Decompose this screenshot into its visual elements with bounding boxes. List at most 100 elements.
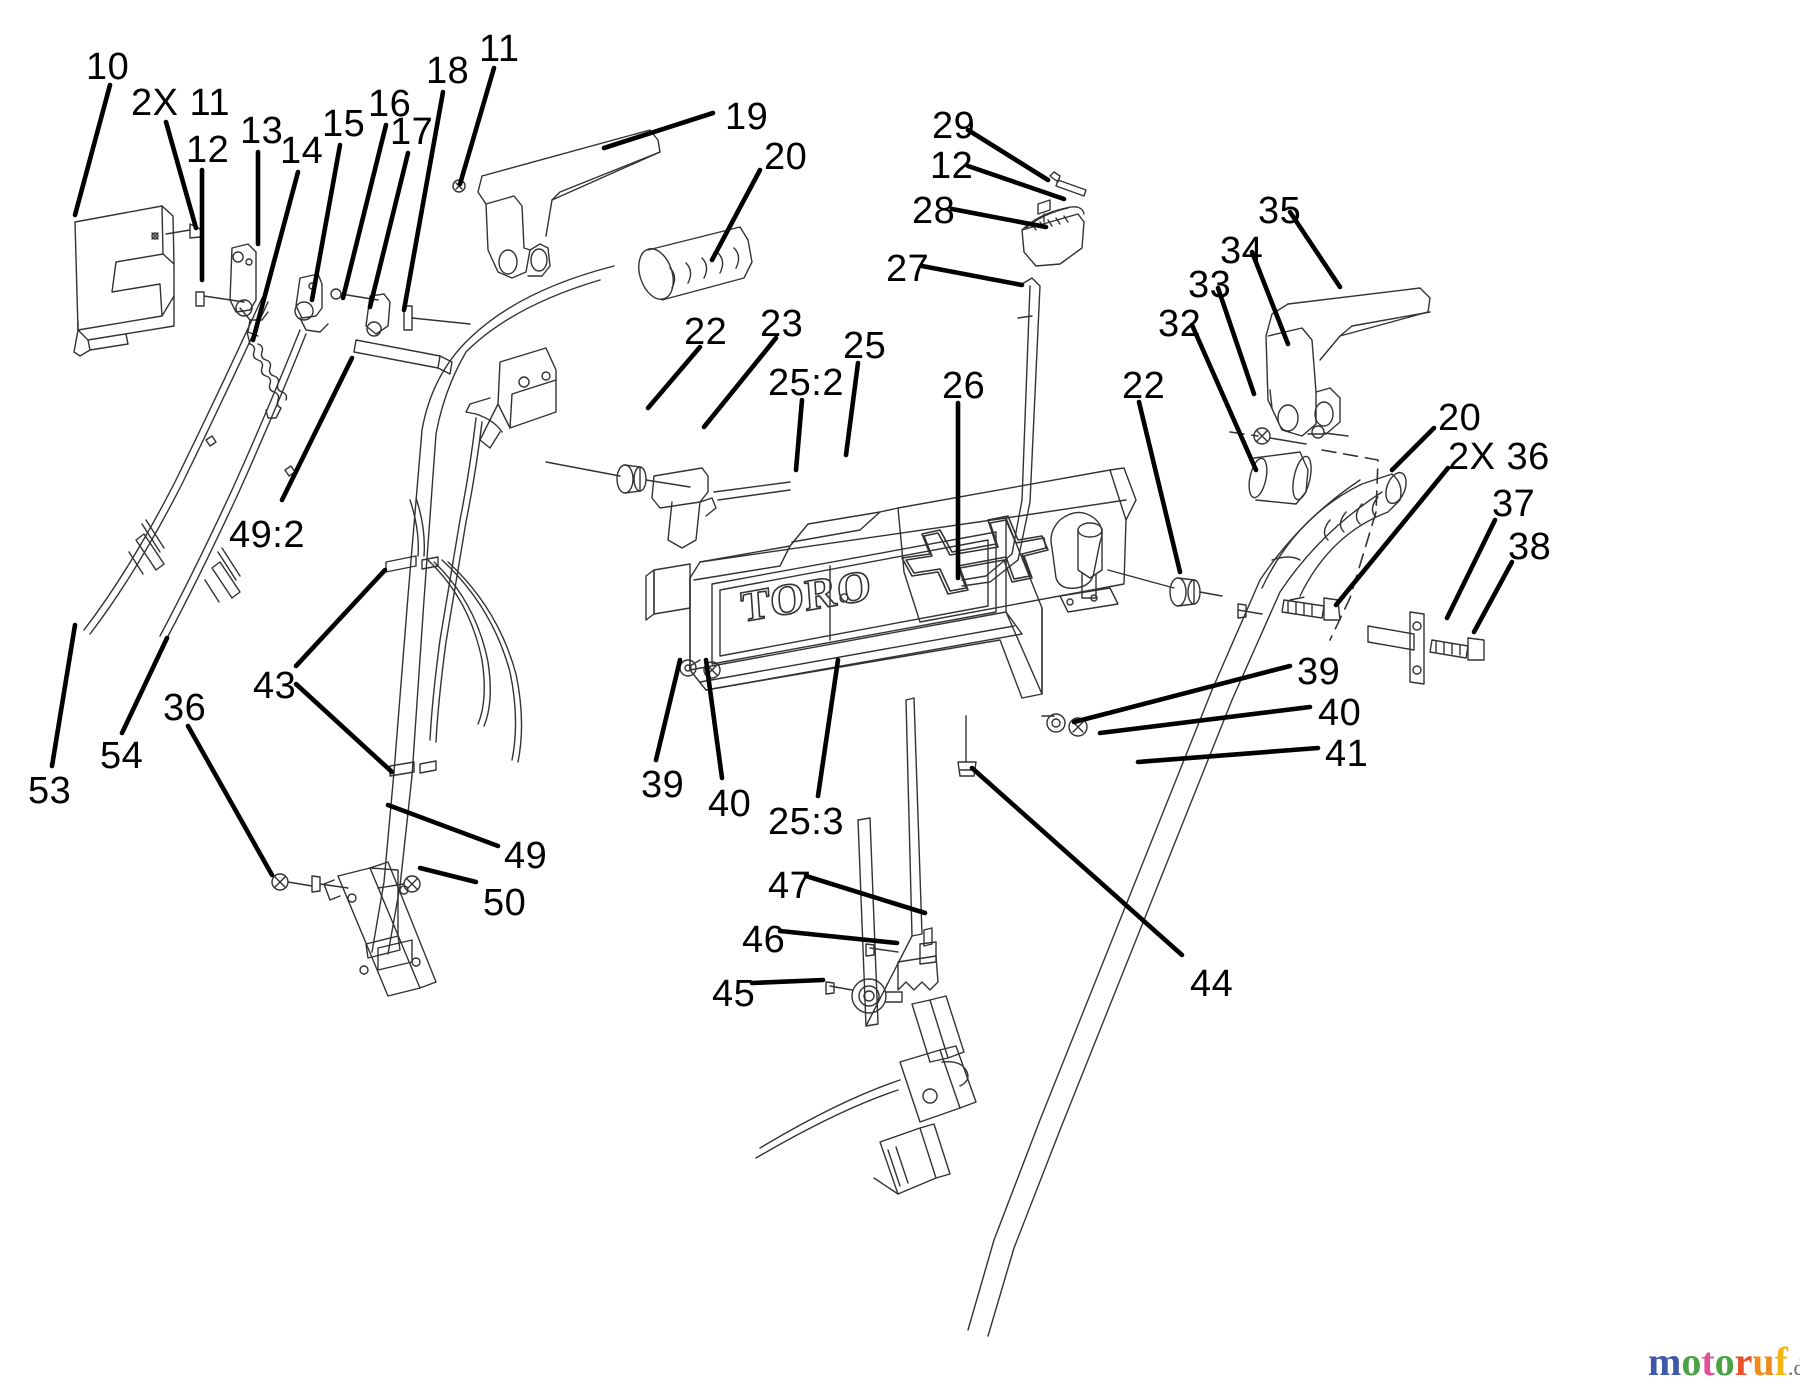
handle-tube-left [371,265,615,955]
leader-line-l33 [1215,285,1257,397]
callout-10: 10 [86,46,130,88]
leader-line-l39a [653,657,683,763]
part-20-grip-left [638,226,753,301]
callout-47: 47 [768,865,812,907]
callout-36: 36 [163,687,207,729]
part-13-lever [229,243,269,337]
watermark-letter-2: t [1701,1339,1715,1384]
callout-23: 23 [760,303,804,345]
part-36-bolt-right [1237,597,1341,621]
callout-29: 29 [932,105,976,147]
leader-line-l45 [749,977,826,986]
part-37-plate [1367,611,1425,685]
callout-38: 38 [1508,526,1552,568]
part-49-mount-plate [323,861,437,997]
part-22-bushing-left [545,461,691,494]
part-38-bolt [1429,637,1485,661]
callout-39: 39 [1297,651,1341,693]
lower-cable [755,1079,901,1159]
watermark-letter-0: m [1648,1339,1682,1384]
leader-line-l38 [1471,559,1515,635]
callout-27: 27 [886,248,930,290]
leader-line-l23 [701,335,779,430]
leader-line-l22a [645,344,703,411]
callout-19: 19 [725,96,769,138]
leader-line-l25 [843,360,861,458]
leader-line-l14 [250,169,301,343]
part-20-grip-right [1261,471,1407,597]
callout-39: 39 [641,764,685,806]
callout-41: 41 [1325,733,1369,775]
part-54-cable [159,329,307,641]
leader-line-l49 [385,802,501,849]
part-29-pin [1049,171,1087,197]
callout-28: 28 [912,190,956,232]
callout-50: 50 [483,882,527,924]
leader-line-l15 [309,142,343,303]
callout-54: 54 [100,735,144,777]
callout-49: 49 [504,835,548,877]
shift-gate-pattern [901,515,1049,595]
callout-44: 44 [1190,963,1234,1005]
callout-35: 35 [1258,190,1302,232]
watermark-letter-4: r [1734,1339,1753,1384]
callout-20: 20 [764,136,808,178]
callout-32: 32 [1158,303,1202,345]
part-18-rod [403,305,471,331]
toro-registered-dot [839,593,849,603]
leader-line-l2x11 [163,119,199,231]
lower-bracket-assembly [873,995,977,1195]
leader-line-l22b [1136,399,1183,575]
leader-line-l34 [1249,249,1291,347]
callout-20: 20 [1438,397,1482,439]
part-22-bushing-right [1107,569,1223,607]
callout-26: 26 [942,365,986,407]
part-17-lever [365,293,391,337]
part-23-lever [651,467,791,549]
callout-40: 40 [708,783,752,825]
leader-line-l20b [1389,425,1437,473]
callout-34: 34 [1220,230,1264,272]
leader-line-l19 [601,110,716,151]
callout-17: 17 [390,111,434,153]
part-27-shift-rod [961,277,1041,587]
callout-22: 22 [1122,365,1166,407]
callout-25-2: 25:2 [768,362,844,404]
leader-line-l43a [293,567,388,669]
leader-line-l50 [417,865,479,885]
callout-15: 15 [322,103,366,145]
leader-line-l2x36 [1333,465,1451,608]
callout-13: 13 [240,110,284,152]
callout-22: 22 [684,311,728,353]
part-26-knob [1050,511,1119,613]
leader-line-l17 [367,150,411,310]
callout-43: 43 [253,665,297,707]
leader-line-l32 [1189,322,1259,473]
leader-line-l44 [969,765,1185,958]
watermark-letter-5: u [1752,1339,1775,1384]
callout-45: 45 [712,973,756,1015]
callout-25-3: 25:3 [768,801,844,843]
callout-37: 37 [1492,483,1536,525]
watermark-motoruf: motoruf.de [1648,1342,1800,1382]
callout-2x-11: 2X 11 [131,82,230,124]
callout-16: 16 [368,83,412,125]
leader-line-l18 [401,89,446,313]
leader-line-l37 [1444,517,1498,621]
callout-2x-36: 2X 36 [1448,436,1550,478]
leader-line-l28 [949,206,1049,230]
part-35-lever-right [1265,287,1431,437]
part-19-grip-lever [477,129,661,279]
leader-line-l10 [72,82,113,218]
assembly-guides-right [1229,431,1379,641]
callout-12: 12 [186,129,230,171]
callout-46: 46 [742,919,786,961]
leader-line-l40a [703,657,725,781]
leader-line-l29 [965,127,1051,183]
leader-line-l36b [185,723,275,878]
part-46-nut [865,943,939,991]
watermark-tld: .de [1788,1355,1800,1380]
